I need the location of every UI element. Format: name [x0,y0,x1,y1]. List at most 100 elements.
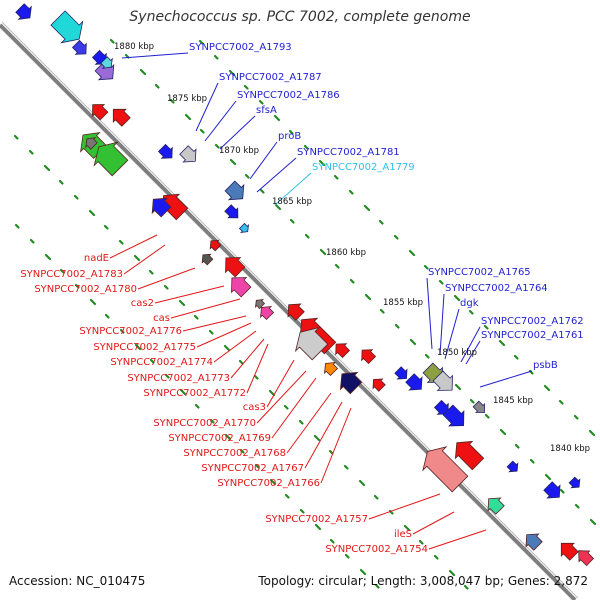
reverse-gene-label: SYNPCC7002_A1769 [168,433,271,444]
gene-arrow [85,137,98,150]
leader-line [304,401,343,469]
forward-gene-label: SYNPCC7002_A1761 [481,330,584,341]
accession-text: Accession: NC_010475 [9,574,146,588]
forward-gene-label: dgk [460,298,479,309]
leader-line [412,511,455,535]
leader-line [271,377,317,439]
forward-gene-label: psbB [533,360,558,371]
gene-arrow [432,370,453,391]
gene-arrow [231,277,252,298]
leader-line [256,157,297,193]
leader-line [465,340,481,365]
gene-arrow [294,326,329,361]
leader-line [426,277,433,350]
genome-summary-text: Topology: circular; Length: 3,008,047 bp… [258,574,588,588]
gene-arrow [157,143,173,159]
gene-arrow [361,349,377,365]
reverse-gene-label: cas3 [243,402,266,413]
gene-arrow [339,371,363,395]
gene-arrow [543,481,561,499]
leader-line [479,370,533,388]
gene-arrow [209,239,222,252]
leader-line [286,392,332,454]
forward-gene-label: SYNPCC7002_A1786 [237,90,340,101]
kbp-tick-label: 1855 kbp [383,298,423,308]
gene-arrow [179,145,197,163]
gene-arrow [335,343,351,359]
forward-gene-label: SYNPCC7002_A1764 [445,283,548,294]
leader-line [195,82,219,132]
gene-arrow [224,180,245,201]
leader-line [213,330,257,363]
gene-arrow [225,257,246,278]
forward-gene-label: SYNPCC7002_A1787 [219,72,322,83]
gene-arrow [238,222,250,234]
reverse-gene-label: SYNPCC7002_A1775 [93,342,196,353]
kbp-tick-label: 1860 kbp [326,248,366,258]
gene-arrow [224,204,239,219]
kbp-tick-label: 1850 kbp [437,348,477,358]
reverse-gene-label: cas2 [131,298,154,309]
reverse-gene-label: SYNPCC7002_A1757 [265,514,368,525]
gene-arrow [578,550,595,567]
gene-features [15,3,595,567]
reverse-gene-label: nadE [84,253,109,264]
reverse-gene-label: cas [153,313,170,324]
gene-arrow [112,108,131,127]
gene-arrow [525,533,543,551]
leader-line [204,100,237,142]
leader-line [154,285,225,304]
leader-line [219,115,256,150]
kbp-tick-label: 1880 kbp [114,42,154,52]
gene-arrow [506,460,519,473]
gene-arrow [254,298,266,310]
leader-line [182,315,247,332]
reverse-gene-label: SYNPCC7002_A1770 [153,418,256,429]
gene-arrow [93,141,129,177]
gene-arrow [50,10,84,44]
reverse-gene-label: SYNPCC7002_A1776 [79,326,182,337]
forward-gene-label: sfsA [256,105,277,116]
gene-arrow [560,542,579,561]
reverse-gene-label: SYNPCC7002_A1774 [110,357,213,368]
forward-gene-label: SYNPCC7002_A1793 [189,42,292,53]
gene-arrow [259,305,275,321]
kbp-tick-label: 1845 kbp [493,396,533,406]
gene-arrow [442,404,465,427]
leader-line [121,52,189,59]
gene-arrow [422,446,469,493]
leader-line [249,141,278,180]
genome-backbone [0,23,577,600]
kbp-tick-label: 1840 kbp [550,444,590,454]
leader-line [274,172,312,206]
gene-arrow [487,497,505,515]
gene-arrow [433,399,449,415]
leader-line [368,493,441,520]
leader-line [439,293,445,356]
gene-arrow [201,253,214,266]
leader-line [460,326,481,363]
leader-line [196,322,252,348]
gene-arrow [92,104,109,121]
gene-arrow [472,400,485,413]
gene-arrow [100,56,113,69]
reverse-gene-label: SYNPCC7002_A1766 [217,478,320,489]
reverse-gene-label: SYNPCC7002_A1773 [127,373,230,384]
gene-arrow [71,39,87,55]
reverse-gene-label: SYNPCC7002_A1783 [20,269,123,280]
forward-gene-label: proB [278,131,301,142]
kbp-tick-label: 1865 kbp [272,197,312,207]
leader-line [170,298,241,319]
reverse-gene-label: SYNPCC7002_A1772 [143,388,246,399]
gene-arrow [568,476,581,489]
gene-arrow [151,197,172,218]
reverse-gene-label: SYNPCC7002_A1754 [325,544,428,555]
gc-content-dots [13,38,597,590]
reverse-gene-label: SYNPCC7002_A1768 [183,448,286,459]
leader-line [246,343,269,394]
gene-arrow [394,366,408,380]
gene-arrow [405,373,423,391]
reverse-gene-label: SYNPCC7002_A1780 [34,284,137,295]
gene-arrow [454,440,485,471]
